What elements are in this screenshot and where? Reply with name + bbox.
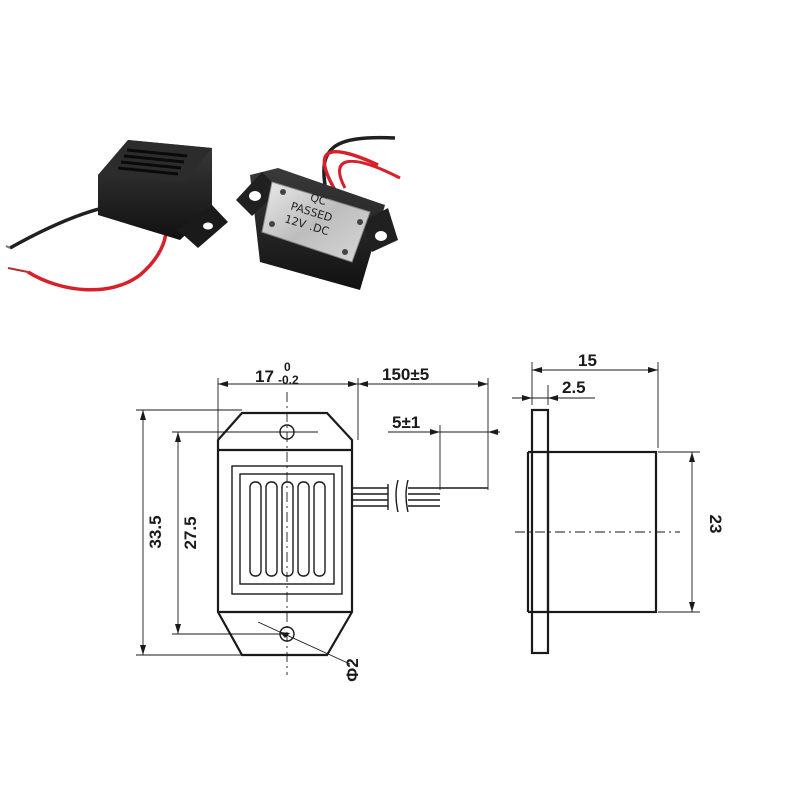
dim-lead-length: 150±5 [382,365,429,384]
black-wire-right [322,135,396,186]
front-view-dimensions: 17 0 -0.2 150±5 5±1 33.5 27.5 Φ2 [136,360,500,682]
dim-body-height: 27.5 [181,516,200,549]
plate-text-dc: .DC [308,220,331,238]
mount-hole-icon [249,191,261,201]
mount-hole-icon [203,222,213,230]
grille-slots [249,481,326,577]
buzzer-photo-front [5,140,228,292]
red-wire-right [322,149,379,191]
dim-hole-diameter: Φ2 [343,658,362,681]
dim-width-tol-lower: -0.2 [278,373,299,387]
front-body-outline [216,411,354,657]
side-view-drawing [515,408,680,655]
plate-text-voltage: 12V [283,212,308,231]
mount-hole-icon [375,231,387,241]
qc-label-plate [261,181,371,263]
dim-depth: 15 [578,351,597,370]
dim-side-height: 23 [706,515,725,534]
dim-overall-height: 33.5 [146,515,165,548]
grille-icon [117,148,188,176]
plate-text-qc: QC [309,191,329,208]
dim-width-value: 17 [255,367,274,386]
dim-width-tol-upper: 0 [284,360,291,374]
side-flange [530,408,550,655]
front-view-drawing [216,392,488,675]
buzzer-photo-back: QC PASSED 12V .DC [236,135,401,290]
dim-flange-thickness: 2.5 [562,378,586,397]
dim-strip-length: 5±1 [392,413,420,432]
side-view-dimensions: 15 2.5 23 [512,351,725,613]
